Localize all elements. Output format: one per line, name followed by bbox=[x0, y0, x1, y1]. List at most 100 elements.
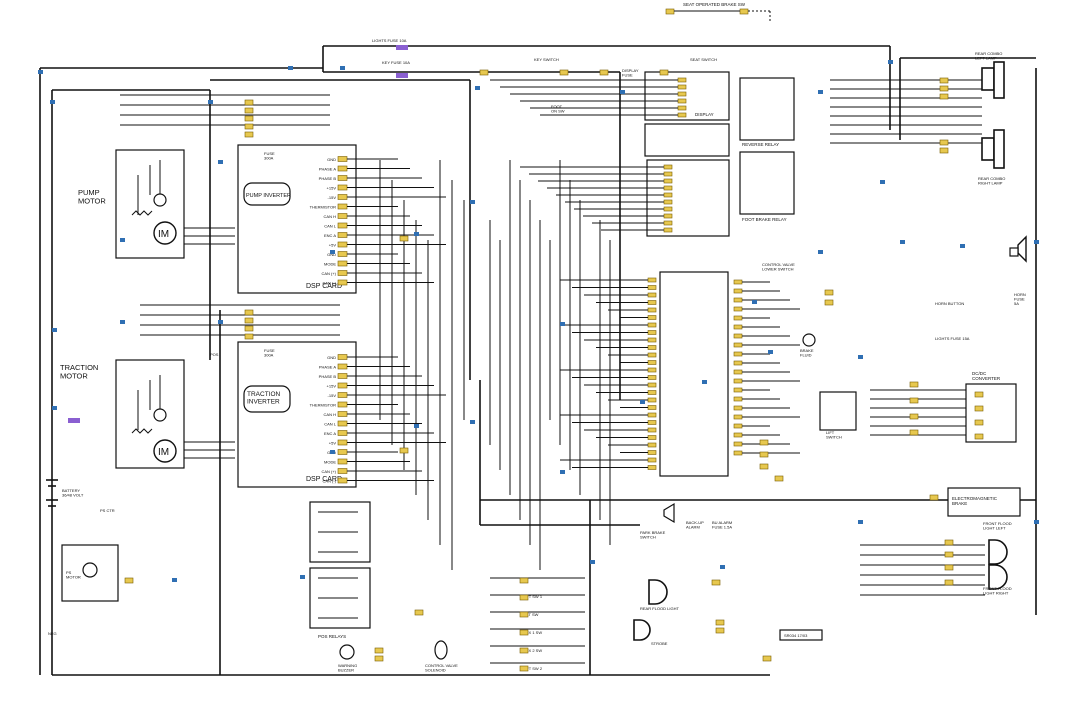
pin-connector bbox=[337, 203, 348, 210]
wire-connector bbox=[944, 551, 954, 558]
wire-connector bbox=[759, 463, 769, 470]
wire-tag bbox=[818, 250, 823, 254]
controller-pin bbox=[647, 352, 657, 358]
pin-connector bbox=[337, 175, 348, 181]
wire-tag bbox=[475, 86, 480, 90]
inverter-pin-label: -15V bbox=[328, 393, 337, 398]
wire-tag bbox=[960, 244, 965, 248]
wire-connector bbox=[762, 655, 772, 662]
wire-tag bbox=[818, 90, 823, 94]
wire-tag bbox=[120, 320, 125, 324]
wire-connector bbox=[939, 85, 949, 92]
wire-tag bbox=[38, 70, 43, 74]
display-pin bbox=[677, 112, 687, 118]
wire-tag bbox=[858, 355, 863, 359]
controller-pin bbox=[733, 450, 743, 456]
pin-connector bbox=[337, 468, 348, 474]
pin-connector bbox=[337, 279, 348, 286]
wire-tag bbox=[50, 100, 55, 104]
wire-harness bbox=[120, 79, 985, 664]
wire-connector bbox=[909, 381, 919, 388]
wire-tag bbox=[702, 380, 707, 384]
controller-pin bbox=[647, 322, 657, 328]
controller-pin bbox=[647, 375, 657, 380]
wire-tag bbox=[208, 100, 213, 104]
wire-tag bbox=[620, 90, 625, 94]
wire-connector bbox=[124, 577, 134, 584]
controller-pin bbox=[663, 171, 673, 177]
controller-pin bbox=[733, 297, 743, 303]
controller-pin bbox=[663, 220, 673, 226]
inverter-pin-label: THERMISTOR bbox=[310, 205, 336, 210]
inverter-pin-label: GND bbox=[327, 252, 336, 257]
pin-connector bbox=[337, 439, 348, 446]
wire-tag bbox=[288, 66, 293, 70]
pin-connector bbox=[337, 165, 348, 172]
inverter-pin-label: +15V bbox=[327, 384, 337, 389]
reverse-relay-label: REVERSE RELAY bbox=[742, 142, 779, 147]
wire-connector bbox=[944, 564, 954, 571]
inverter-pin-label: THERMISTOR bbox=[310, 403, 336, 408]
inverter-pin-label: ENC A bbox=[324, 233, 336, 238]
wire-connector bbox=[715, 619, 725, 626]
wire-connector bbox=[711, 579, 721, 586]
pin-connector bbox=[337, 156, 348, 162]
pin-connector bbox=[337, 251, 348, 257]
display-pin bbox=[677, 77, 687, 83]
controller-pin bbox=[733, 396, 743, 402]
wire-connector bbox=[659, 69, 669, 76]
pin-connector bbox=[337, 411, 348, 417]
pin-connector bbox=[337, 194, 348, 200]
wire-tag bbox=[218, 320, 223, 324]
wire-tag bbox=[120, 238, 125, 242]
controller-pin bbox=[647, 457, 657, 463]
connector-blocks bbox=[124, 69, 984, 672]
controller-pin bbox=[733, 351, 743, 357]
wire-tag bbox=[560, 470, 565, 474]
wire-tag bbox=[52, 328, 57, 332]
wire-tag bbox=[1034, 240, 1039, 244]
controller-pin bbox=[733, 279, 743, 285]
wire-connector bbox=[759, 451, 769, 458]
controller-pin bbox=[733, 342, 743, 348]
wire-connector bbox=[974, 405, 984, 412]
controller-pin bbox=[647, 465, 657, 470]
wire-connector bbox=[244, 131, 254, 138]
controller-pin bbox=[663, 192, 673, 198]
inverter-pin-label: GND bbox=[327, 157, 336, 162]
controller-pin bbox=[733, 369, 743, 375]
pos-relays: POS RELAYS bbox=[309, 501, 371, 639]
controller-pin bbox=[647, 315, 657, 320]
controller-pin bbox=[647, 367, 657, 373]
display-pin bbox=[677, 105, 687, 111]
controller-pin bbox=[647, 397, 657, 403]
wire-tag bbox=[858, 520, 863, 524]
controller-pin bbox=[663, 213, 673, 219]
rear-flood-light-label: REAR FLOOD LIGHT bbox=[640, 606, 679, 611]
pin-connector bbox=[337, 449, 348, 455]
wire-connector bbox=[244, 115, 254, 122]
wire-tags bbox=[38, 60, 1039, 582]
inverter-pin-label: +5V bbox=[329, 243, 337, 248]
pin-connector bbox=[337, 392, 348, 398]
lights-fuse-top-label: LIGHTS FUSE 10A bbox=[372, 38, 407, 43]
controller-pin bbox=[663, 227, 673, 233]
wire-tag bbox=[590, 560, 595, 564]
diagram-title: SEAT OPERATED BRAKE SW bbox=[683, 2, 746, 7]
lights-fuse-15a-label: LIGHTS FUSE 15A bbox=[935, 336, 970, 341]
wire-tag bbox=[330, 450, 335, 454]
inverter-pin-label: MODE bbox=[324, 460, 336, 465]
controller-pin bbox=[733, 315, 743, 321]
wire-connector bbox=[974, 419, 984, 426]
